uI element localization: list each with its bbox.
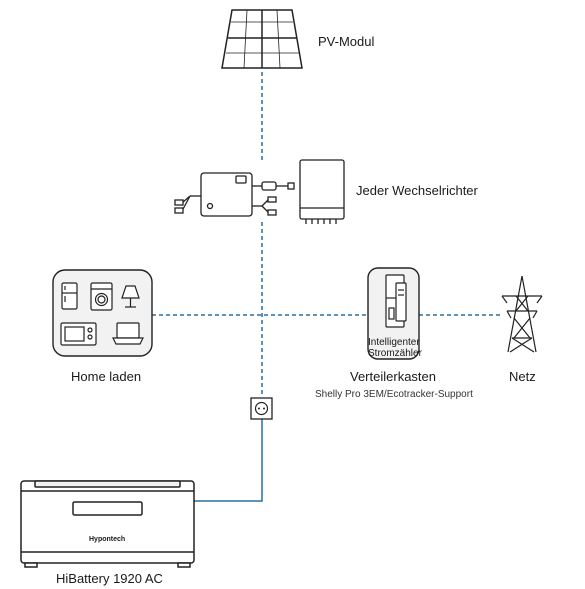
washing-machine-icon — [90, 282, 113, 311]
string-inverter-icon — [299, 159, 345, 224]
battery-unit — [20, 480, 195, 568]
smart-meter-label-line2: Stromzähler — [368, 348, 422, 359]
inverter-label: Jeder Wechselrichter — [356, 183, 478, 198]
socket-icon — [250, 397, 273, 420]
pv-module-label: PV-Modul — [318, 34, 375, 49]
lamp-icon — [121, 285, 140, 308]
battery-label: HiBattery 1920 AC — [56, 571, 163, 586]
power-pylon-icon — [501, 275, 543, 353]
socket-to-battery-line — [194, 418, 263, 502]
distribution-box-label: Verteilerkasten — [350, 369, 436, 384]
solar-panel-icon — [221, 9, 303, 69]
smart-meter-label-line1: Intelligenter — [368, 337, 420, 348]
home-appliances-box — [52, 269, 153, 357]
laptop-icon — [112, 322, 144, 345]
connection-lines — [152, 72, 502, 502]
smart-meter-box — [367, 267, 420, 360]
microinverter-icon — [174, 172, 295, 217]
tv-icon — [60, 322, 97, 346]
home-label: Home laden — [71, 369, 142, 384]
smart-meter-label: Intelligenter Stromzähler — [368, 337, 422, 359]
fridge-icon — [61, 282, 78, 310]
shelly-support-label: Shelly Pro 3EM/Ecotracker-Support — [315, 389, 473, 400]
grid-label: Netz — [509, 369, 536, 384]
brand-logo: Hypontech — [89, 536, 126, 543]
